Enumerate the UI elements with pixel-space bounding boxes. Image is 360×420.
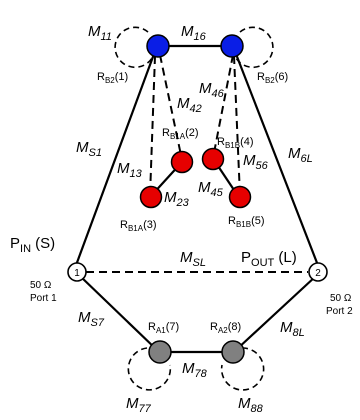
resonator-node-4 [201, 147, 225, 171]
self-loop-m11 [114, 26, 153, 69]
label-m46: M46 [199, 80, 225, 100]
label-port2-name: Port 2 [326, 306, 353, 317]
label-rb2-6: RB2(6) [257, 71, 288, 85]
label-msl: MSL [180, 249, 206, 269]
label-ms7: MS7 [78, 309, 105, 329]
coupling-line-m42 [159, 54, 183, 161]
self-loop-m77 [127, 347, 172, 391]
resonator-node-2 [170, 150, 194, 174]
label-port-in: PIN (S) [10, 235, 55, 255]
label-ra2-8: RA2(8) [210, 321, 241, 335]
label-m77: M77 [126, 395, 152, 415]
coupling-line-ms1 [73, 53, 156, 269]
coupling-line-m56 [233, 55, 241, 197]
label-port1-impedance: 50 Ω [30, 280, 52, 291]
label-rb1a-3: RB1A(3) [120, 219, 157, 233]
port-node-1 [67, 262, 87, 282]
label-port1-name: Port 1 [30, 293, 57, 304]
label-m16: M16 [181, 23, 207, 43]
label-port2-impedance: 50 Ω [330, 293, 352, 304]
label-ra1-7: RA1(7) [148, 321, 179, 335]
label-m11: M11 [88, 23, 112, 43]
resonator-node-5 [228, 185, 252, 209]
label-m13: M13 [117, 160, 143, 180]
label-m6l: M6L [288, 145, 313, 165]
resonator-node-6 [220, 34, 244, 58]
coupling-line-ms7 [79, 275, 158, 351]
label-m42: M42 [177, 95, 202, 115]
resonator-node-7 [148, 340, 172, 364]
resonator-node-1 [146, 34, 170, 58]
coupling-line-m6l [234, 53, 321, 269]
self-loop-m88 [220, 347, 265, 391]
label-ms1: MS1 [76, 139, 102, 159]
label-port-out: POUT (L) [241, 249, 297, 269]
coupling-line-m8l [235, 275, 317, 351]
resonator-node-8 [221, 340, 245, 364]
label-rb1b-4: RB1B(4) [217, 136, 254, 150]
label-m8l: M8L [280, 319, 305, 339]
label-m45: M45 [198, 179, 224, 199]
coupling-line-m13 [149, 55, 156, 197]
label-m56: M56 [243, 152, 269, 172]
label-m23: M23 [164, 189, 190, 209]
self-loop-m16 [235, 26, 274, 69]
label-rb1a-2: RB1A(2) [162, 127, 199, 141]
port-node-2-number: 2 [315, 268, 321, 279]
port-node-1-number: 1 [74, 268, 80, 279]
coupling-line-m46 [212, 54, 234, 159]
label-rb2-1: RB2(1) [97, 71, 128, 85]
label-m88: M88 [238, 395, 264, 415]
resonator-node-3 [139, 185, 163, 209]
port-node-2 [308, 262, 328, 282]
label-rb1b-5: RB1B(5) [228, 215, 265, 229]
label-m78: M78 [182, 360, 208, 380]
